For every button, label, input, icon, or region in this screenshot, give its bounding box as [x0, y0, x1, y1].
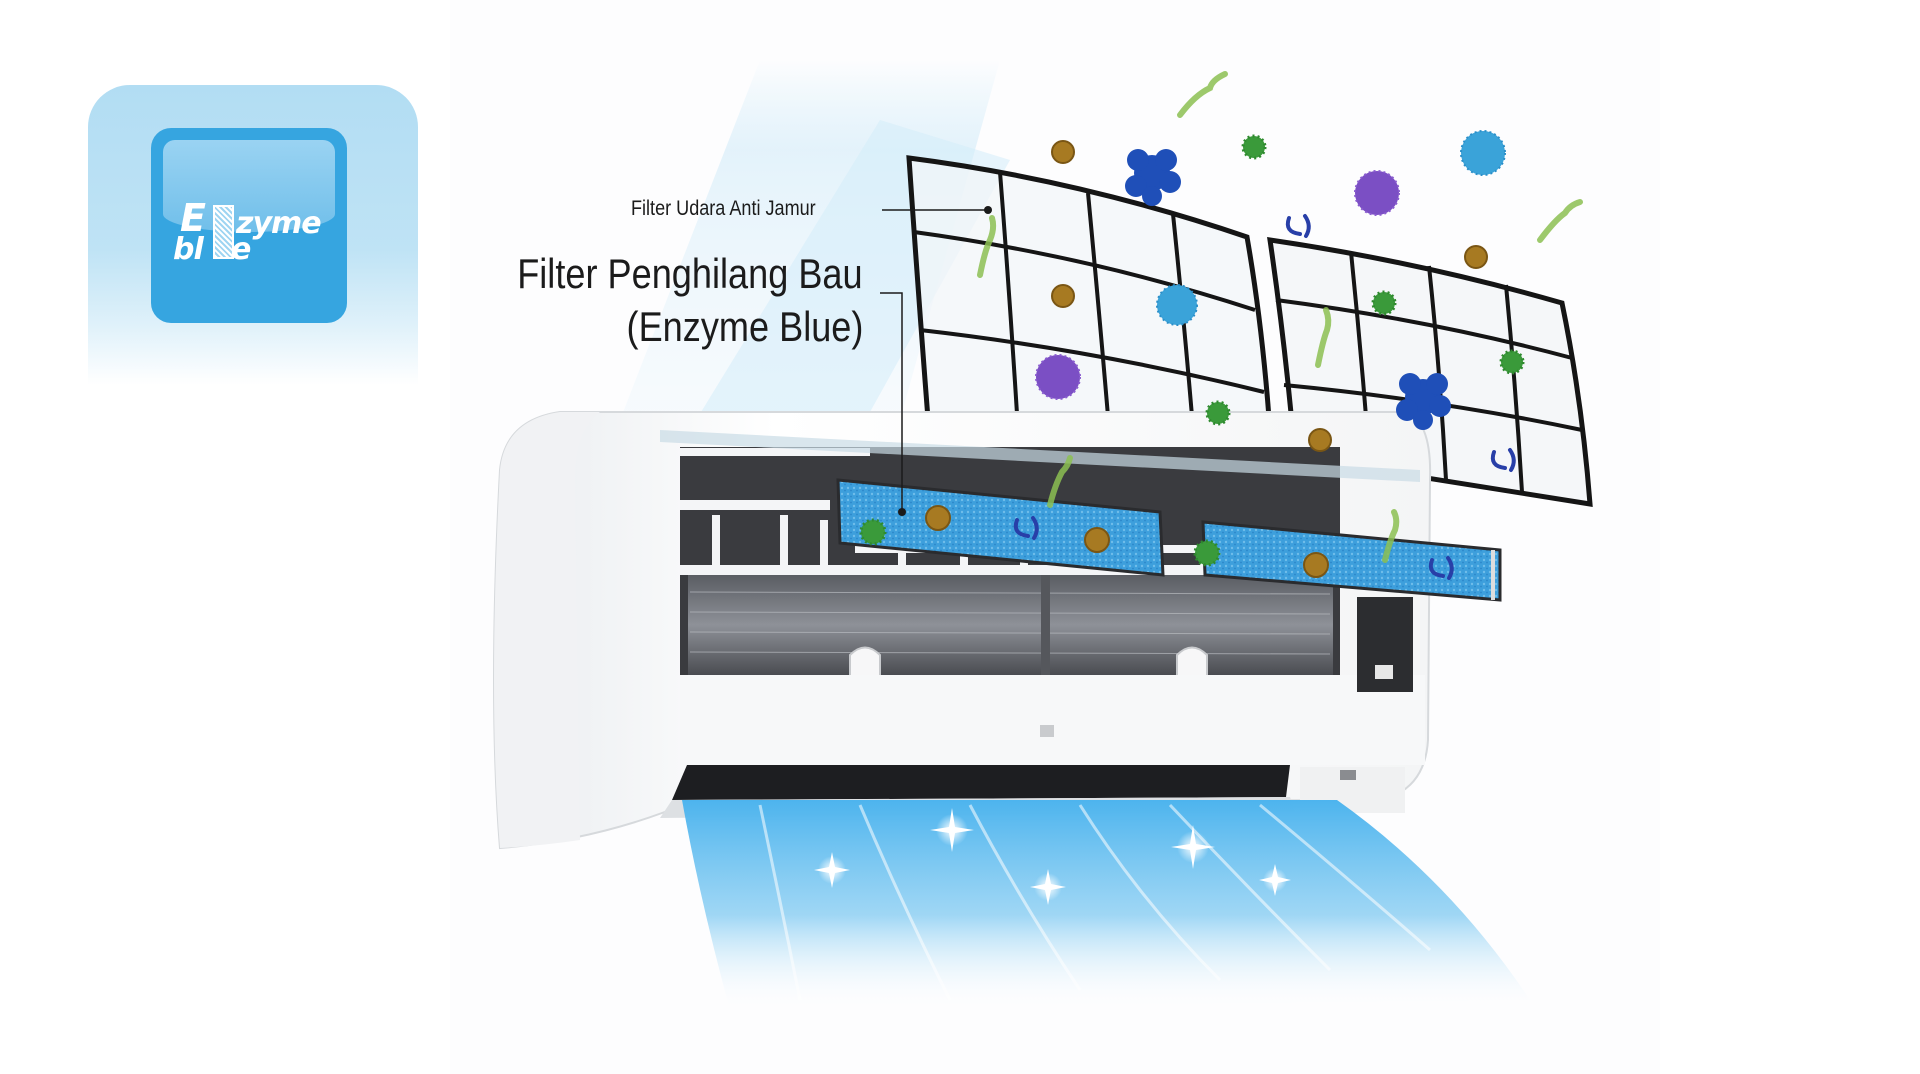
logo-text-zyme: zyme: [236, 206, 322, 241]
filter-glyph-icon: [213, 205, 234, 259]
cool-airflow: [682, 800, 1530, 1010]
callout-leader-lines: [880, 206, 992, 516]
anti-mold-filter-label: Filter Udara Anti Jamur: [631, 197, 816, 220]
logo-text-e2: e: [231, 232, 251, 267]
sparkle-icons: [814, 808, 1291, 905]
ac-indoor-unit: [493, 411, 1432, 850]
deodorizing-filter-label: Filter Penghilang Bau: [517, 250, 863, 297]
deodorizing-filter-sublabel: (Enzyme Blue): [626, 303, 863, 350]
logo-text-bl: bl: [173, 232, 204, 267]
logo-gloss: [163, 140, 335, 232]
airborne-particles: [859, 71, 1583, 580]
enzyme-blue-logo: E zyme bl e: [151, 128, 347, 323]
logo-text-e: E: [180, 196, 206, 240]
